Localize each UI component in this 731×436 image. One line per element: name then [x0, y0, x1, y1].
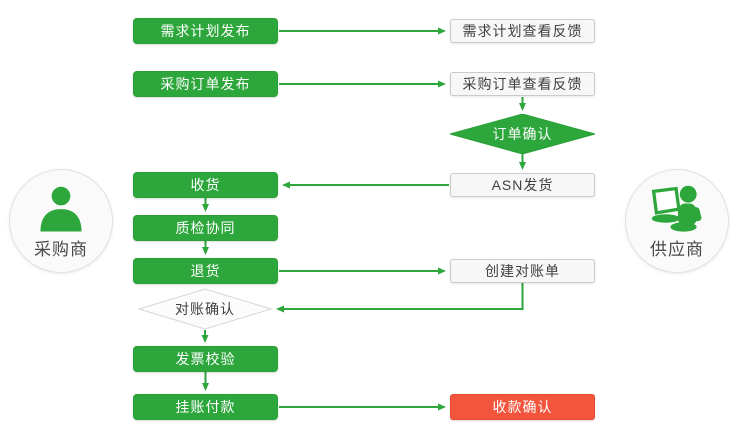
- node-invoice-check: 发票校验: [133, 346, 278, 372]
- actor-supplier-label: 供应商: [650, 240, 704, 259]
- edge-statement-to-confirm: [276, 283, 524, 313]
- diamond-shape-green: [450, 114, 595, 154]
- node-receive: 收货: [133, 172, 278, 198]
- node-statement-confirm: 对账确认: [138, 288, 272, 330]
- node-po-publish: 采购订单发布: [133, 71, 278, 97]
- actor-supplier: 供应商: [625, 169, 729, 273]
- node-pending-payment: 挂账付款: [133, 394, 278, 420]
- supplier-person-with-laptop-icon: [626, 183, 728, 239]
- order-confirm-label: 订单确认: [492, 126, 553, 142]
- node-quality-check: 质检协同: [133, 215, 278, 241]
- node-return-goods: 退货: [133, 258, 278, 284]
- node-po-feedback: 采购订单查看反馈: [450, 72, 595, 96]
- diamond-shape-white: [138, 288, 272, 330]
- buyer-person-icon: [10, 183, 112, 239]
- statement-confirm-label: 对账确认: [175, 301, 235, 317]
- node-payment-confirm: 收款确认: [450, 394, 595, 420]
- node-asn-ship: ASN发货: [450, 173, 595, 197]
- actor-buyer-label: 采购商: [34, 240, 88, 259]
- node-demand-plan-publish: 需求计划发布: [133, 18, 278, 44]
- actor-buyer: 采购商: [9, 169, 113, 273]
- node-demand-plan-feedback: 需求计划查看反馈: [450, 19, 595, 43]
- node-order-confirm: 订单确认: [450, 114, 595, 154]
- node-create-statement: 创建对账单: [450, 259, 595, 283]
